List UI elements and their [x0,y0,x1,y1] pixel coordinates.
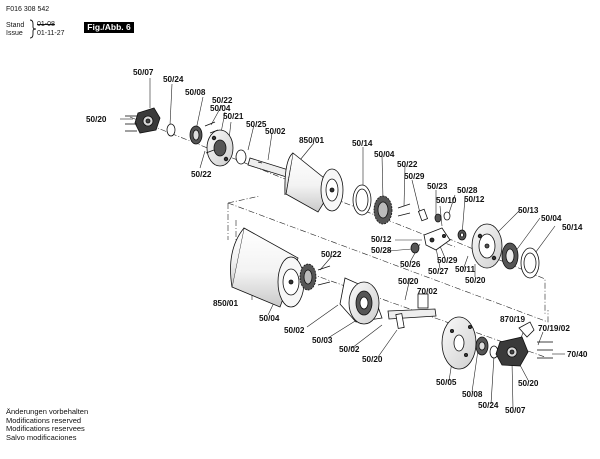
bearing-top-left [189,125,203,145]
issue-label: Issue [6,30,23,37]
gear-top [373,195,393,225]
part-label: 50/05 [436,378,457,387]
footer-line: Modifications reservees [6,424,85,434]
lever-part [423,227,451,251]
part-label: 50/24 [478,401,499,410]
part-label: 50/20 [86,115,107,124]
part-label: 50/28 [457,186,478,195]
end-plate-bottom [495,336,529,367]
part-label: 50/13 [518,206,539,215]
part-label: 50/03 [312,336,333,345]
footer-notes: Änderungen vorbehalten Modifications res… [6,407,89,442]
footer-line: Änderungen vorbehalten [6,407,89,416]
part-label: 50/04 [259,314,280,323]
footer-line: Salvo modificaciones [6,432,77,442]
part-label: 70/02 [417,287,438,296]
bracket-icon [29,19,37,39]
part-label: 50/29 [437,256,458,265]
end-plate-top [125,107,161,134]
part-label: 50/22 [321,250,342,259]
bearing-right [501,242,519,270]
part-label: 50/12 [371,235,392,244]
bracket-70-19 [518,321,553,359]
part-label: 70/40 [567,350,588,359]
nut-50-28 [410,242,420,254]
part-label: 50/20 [398,277,419,286]
part-label: 50/07 [133,68,154,77]
part-label: 850/01 [299,136,324,145]
part-label: 50/28 [371,246,392,255]
bottom-assembly [230,227,553,370]
part-label: 50/08 [185,88,206,97]
part-label: 50/07 [505,406,526,415]
gear-bottom [299,263,331,291]
part-label: 50/04 [541,214,562,223]
part-label: 50/23 [427,182,448,191]
part-label: 50/12 [464,195,485,204]
bearing-bottom [475,336,489,356]
part-label: 50/20 [362,355,383,364]
doc-number: F016 308 542 [6,6,50,13]
figure-label: Fig./Abb. 6 [84,22,134,33]
part-label: 50/11 [455,265,475,274]
part-label: 50/21 [223,112,244,121]
ring-right [520,247,540,279]
stand-label: Stand [6,22,25,29]
screws-top [204,121,219,154]
part-labels: 50/07 50/24 50/20 50/08 50/22 50/04 50/2… [86,68,588,415]
part-label: 50/29 [404,172,425,181]
part-label: 50/25 [246,120,267,129]
ring-50-14-top [352,184,372,216]
old-date: 01-08 [37,21,55,28]
housing-bottom [339,277,383,325]
part-label: 50/10 [436,196,457,205]
part-label: 70/19/02 [538,324,570,333]
part-label: 50/02 [284,326,305,335]
part-label: 50/08 [462,390,483,399]
part-label: 50/02 [339,345,360,354]
part-label: 50/22 [212,96,233,105]
flange-top [206,129,234,167]
part-label: 50/14 [352,139,373,148]
part-label: 50/22 [397,160,418,169]
part-label: 50/04 [210,104,231,113]
part-label: 50/02 [265,127,286,136]
roller-bottom [230,227,305,308]
hub-right [471,223,503,269]
small-parts-top [397,203,467,241]
part-label: 50/26 [400,260,421,269]
part-label: 50/14 [562,223,583,232]
part-label: 50/27 [428,267,449,276]
cover-plate-bottom [441,316,477,370]
part-label: 50/22 [191,170,212,179]
part-label: 50/20 [518,379,539,388]
part-label: 50/20 [465,276,486,285]
top-assembly [125,107,540,279]
part-label: 870/19 [500,315,525,324]
footer-line: Modifications reserved [6,415,82,425]
part-label: 50/24 [163,75,184,84]
part-label: 850/01 [213,299,238,308]
issue-date: 01-11-27 [37,30,65,37]
washer-top [166,123,176,137]
shaft-bottom [387,293,437,329]
part-label: 50/04 [374,150,395,159]
roller-top [284,152,344,213]
ring-top [235,149,247,165]
